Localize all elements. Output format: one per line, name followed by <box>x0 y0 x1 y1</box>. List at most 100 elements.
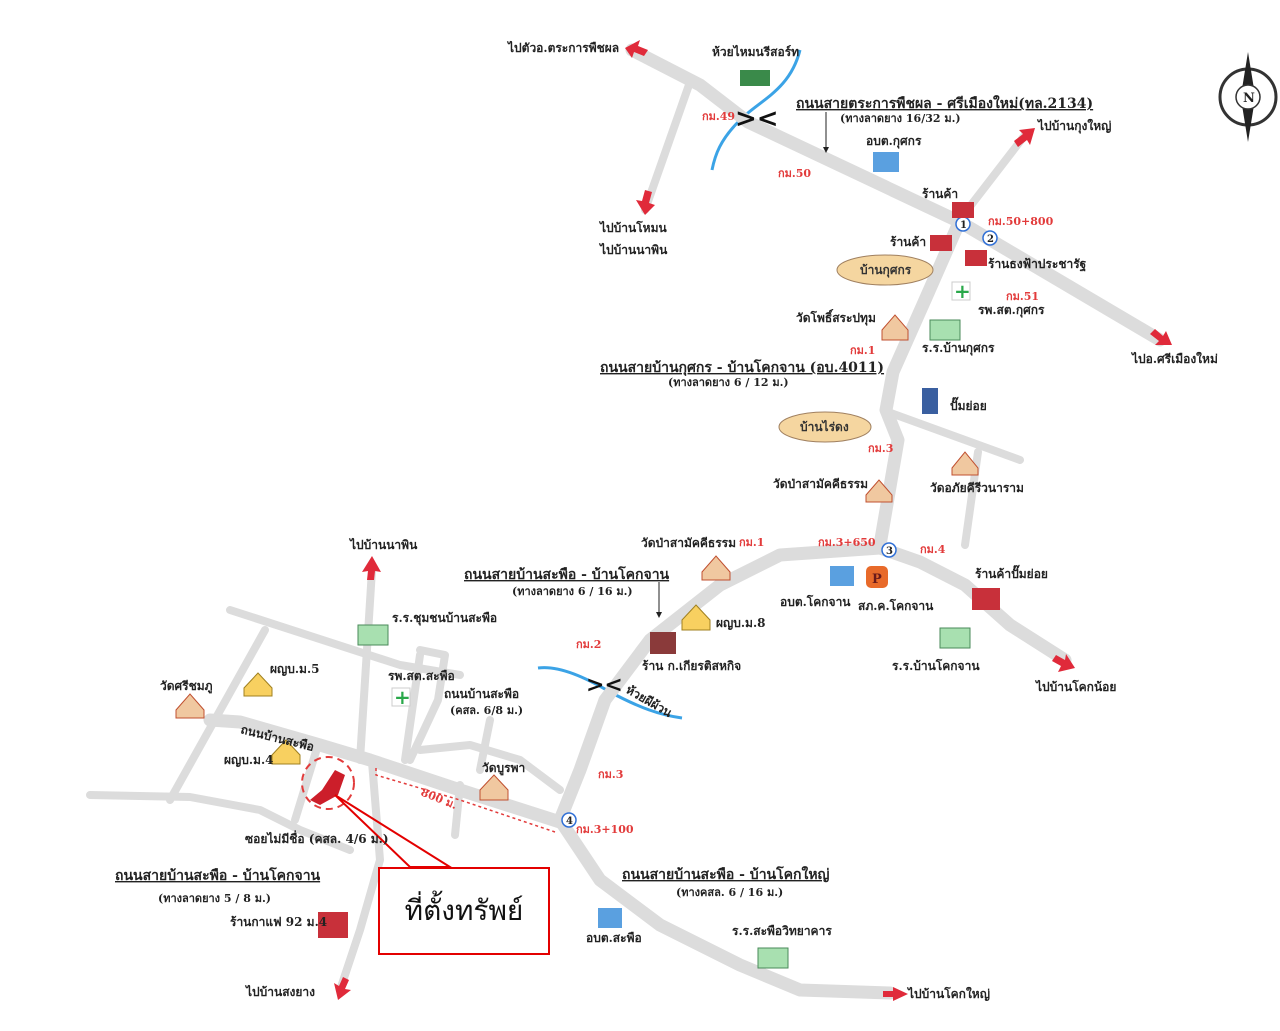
checkpoint-label: 1 <box>960 220 967 231</box>
bridge-icon: >< <box>586 672 623 698</box>
arrow-icon <box>1150 329 1172 345</box>
km-marker: กม.3+100 <box>576 823 634 836</box>
office-icon <box>830 566 854 586</box>
distance-line <box>375 768 556 833</box>
km-marker: กม.50+800 <box>988 215 1054 228</box>
office-icon <box>598 908 622 928</box>
place-label: อบต.โคกจาน <box>780 594 851 609</box>
house-icon <box>271 739 301 765</box>
cafe-icon <box>318 912 348 938</box>
compass-icon: N <box>1218 52 1278 142</box>
place-label: ร้านธงฟ้าประชารัฐ <box>988 257 1087 272</box>
direction-label: ไปบ้านนาพิน <box>598 242 668 257</box>
place-label: วัดป่าสามัคคีธรรม <box>641 536 736 550</box>
road-local-4 <box>401 651 424 764</box>
place-label: ผญบ.ม.4 <box>224 753 274 767</box>
direction-label: ไปบ้านสงยาง <box>244 984 315 999</box>
place-label: ร้านกาแฟ 92 ม.4 <box>230 915 327 929</box>
place-label: ร.ร.บ้านโคกจาน <box>892 658 980 673</box>
place-label: ผญบ.ม.5 <box>270 662 320 676</box>
arrow-icon <box>883 987 908 1001</box>
road-local-2 <box>166 626 269 804</box>
road-4011 <box>873 218 965 552</box>
road-local-7 <box>416 741 564 794</box>
school-icon <box>757 947 789 969</box>
road-title: ถนนสายบ้านกุศกร - บ้านโคกจาน (อบ.4011) <box>600 358 884 376</box>
checkpoint-label: 4 <box>566 816 573 827</box>
road-subtitle: (ทางลาดยาง 6 / 12 ม.) <box>668 376 789 389</box>
direction-label: ไปบ้านโคกใหญ่ <box>906 986 990 1001</box>
road-subtitle: (ทางลาดยาง 5 / 8 ม.) <box>158 892 271 905</box>
village-label: บ้านกุศกร <box>860 263 912 278</box>
km-marker: กม.4 <box>920 543 946 556</box>
direction-label: ไปบ้านโหมน <box>598 220 667 235</box>
place-label: อบต.กุศกร <box>866 134 922 149</box>
school-icon <box>929 319 961 341</box>
road-to-nonmuen <box>641 78 694 214</box>
temple-icon <box>951 451 979 476</box>
road-2134 <box>625 43 1167 347</box>
direction-label: ไปบ้านนาพิน <box>348 537 418 552</box>
arrow-icon <box>362 556 381 580</box>
place-label: ห้วยไหมนรีสอร์ท <box>712 44 799 59</box>
place-label: ร้านค้า <box>922 187 958 201</box>
road-title: ถนนสายบ้านสะพือ - บ้านโคกใหญ่ <box>622 865 830 883</box>
direction-label: ไปบ้านโคกน้อย <box>1034 679 1116 694</box>
road-local-3 <box>86 791 354 854</box>
km-marker: กม.3 <box>868 442 893 455</box>
temple-icon <box>479 774 509 801</box>
road-south <box>336 758 384 994</box>
arrow-icon <box>1052 654 1075 672</box>
km-marker: กม.49 <box>702 110 735 123</box>
place-label: อบต.สะพือ <box>586 931 642 945</box>
direction-label: ไปบ้านกุงใหญ่ <box>1036 118 1111 134</box>
village-label: บ้านไร่ดง <box>800 419 849 434</box>
road-kokchan-east <box>873 541 1072 667</box>
km-marker: กม.50 <box>778 167 811 180</box>
property-circle <box>301 756 355 810</box>
checkpoint-label: 2 <box>987 234 994 245</box>
hospital-icon <box>951 281 971 301</box>
place-label: วัดศรีชมภู <box>160 679 213 694</box>
road-title: ถนนบ้านสะพือ <box>444 687 519 701</box>
road-label: ซอยไม่มีชื่อ (คสล. 4/6 ม.) <box>245 830 389 846</box>
road-subtitle: (ทางลาดยาง 16/32 ม.) <box>840 112 961 125</box>
road-north <box>356 566 376 764</box>
place-label: ร.ร.บ้านกุศกร <box>922 341 995 356</box>
place-label: ร.ร.ชุมชนบ้านสะพือ <box>392 611 497 626</box>
km-marker: กม.2 <box>576 638 601 651</box>
shop-icon <box>650 632 676 654</box>
resort-icon <box>740 70 770 86</box>
place-label: ร้านค้าปั๊มย่อย <box>975 564 1048 581</box>
village-oval <box>836 254 934 286</box>
bridge-icon: >< <box>735 104 779 134</box>
direction-arrows <box>334 40 1172 1001</box>
km-marker: กม.3+650 <box>818 536 876 549</box>
landmark-icons: + P + <box>175 70 1000 969</box>
road-saphue-kokyai <box>553 813 897 1000</box>
police-icon <box>866 566 888 588</box>
temple-icon <box>865 479 893 503</box>
callout-label: ที่ตั้งทรัพย์ <box>404 894 524 927</box>
road-local-9 <box>476 716 494 774</box>
road-subtitle: (คสล. 6/8 ม.) <box>450 704 523 717</box>
place-label: ร้านค้า <box>890 235 926 249</box>
place-label: วัดโพธิ์สระปทุม <box>796 309 876 326</box>
place-label: ร้าน ก.เกียรติสหกิจ <box>642 659 741 673</box>
village-oval <box>778 411 872 443</box>
place-label: วัดบูรพา <box>482 761 525 776</box>
place-label: ปั๊มย่อย <box>950 396 987 413</box>
compass-letter: N <box>1243 91 1255 106</box>
road-branch-east <box>884 408 1024 464</box>
hospital-icon <box>391 687 411 707</box>
shop-icon <box>952 202 974 218</box>
shop-icon <box>972 588 1000 610</box>
place-label: รพ.สต.กุศกร <box>978 303 1045 318</box>
road-subtitle: (ทางลาดยาง 6 / 16 ม.) <box>512 585 633 598</box>
office-icon <box>873 152 899 172</box>
place-label: วัดอภัยคีรีวนาราม <box>930 481 1024 495</box>
road-saphue-village <box>203 713 567 829</box>
checkpoints: 1 2 3 4 <box>561 216 998 828</box>
arrow-icon <box>334 977 351 1000</box>
temple-icon <box>175 693 205 719</box>
